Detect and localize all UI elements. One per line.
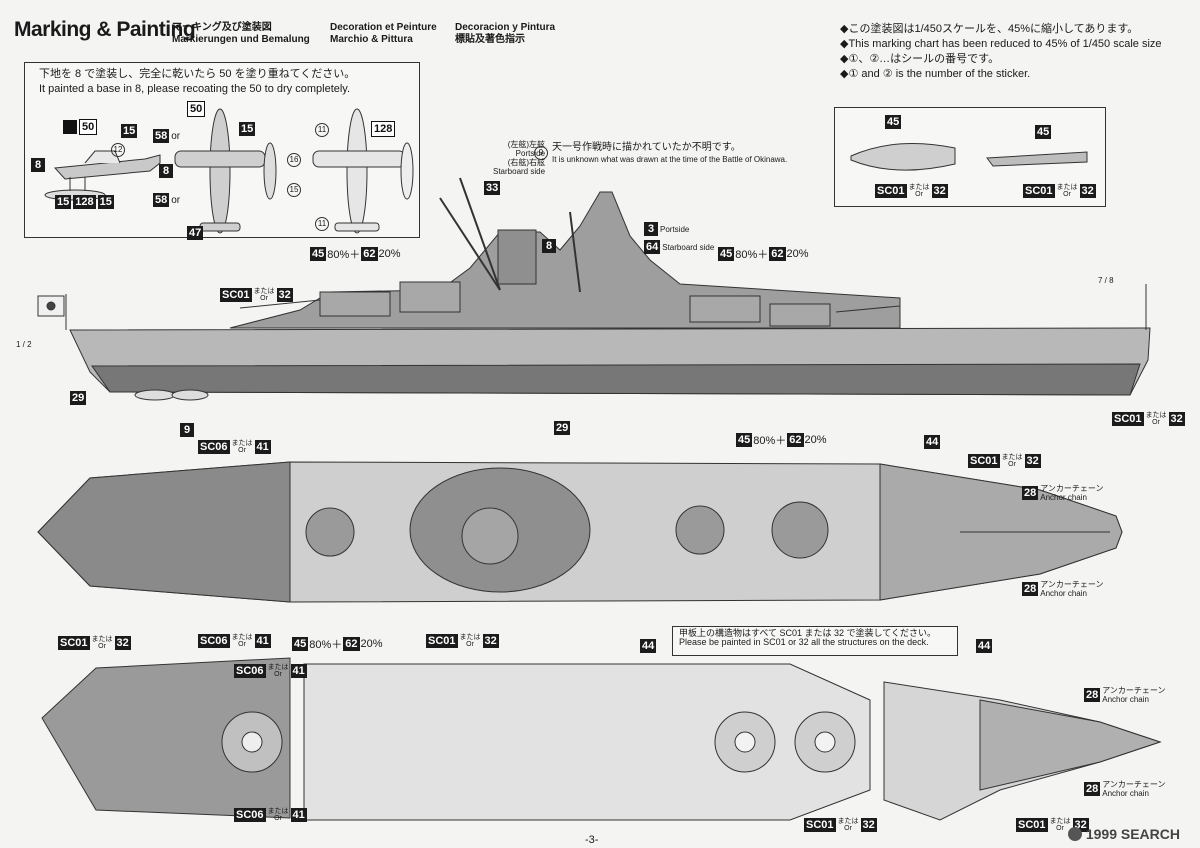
scale-notes: ◆この塗装図は1/450スケールを、45%に縮小してあります。 ◆This ma… xyxy=(840,23,1162,80)
sticker-7-8: 7 / 8 xyxy=(1098,276,1114,285)
aircraft-code-47: 47 xyxy=(187,226,204,240)
side-code-8: 8 xyxy=(542,236,556,254)
aircraft-code-58a: 58 or xyxy=(153,129,181,143)
side-view-hull xyxy=(37,177,1151,401)
title-jp: マーキング及び塗装図 Markierungen und Bemalung xyxy=(172,22,310,45)
deck-code-44b: 44 xyxy=(976,639,993,653)
deck-note-box: 甲板上の構造物はすべて SC01 または 32 で塗装してください。 Pleas… xyxy=(672,626,958,656)
aircraft-code-8b: 8 xyxy=(159,161,173,179)
sticker-15: 15 xyxy=(287,179,301,197)
title-fr: Decoration et Peinture Marchio & Pittura xyxy=(330,22,437,45)
search-logo-icon xyxy=(1067,827,1082,841)
boat-code-45a: 45 xyxy=(885,115,902,129)
title-es: Decoracion y Pintura 標貼及著色指示 xyxy=(455,22,556,45)
brush-icon xyxy=(63,120,77,134)
boat-drawings xyxy=(850,143,1088,171)
side-code-64: 64 Starboard side xyxy=(644,240,715,254)
aircraft-code-50a: 50 xyxy=(63,119,98,135)
aircraft-note-jp: 下地を 8 で塗装し、完全に乾いたら 50 を塗り重ねてください。 xyxy=(39,68,356,80)
side-code-9: 9 xyxy=(180,420,194,438)
side-code-3: 3 Portside xyxy=(644,222,689,236)
deck-code-44a: 44 xyxy=(640,639,657,653)
side-code-29b: 29 xyxy=(554,421,571,435)
aircraft-code-50b: 50 xyxy=(187,99,206,117)
sticker-1-2: 1 / 2 xyxy=(16,340,32,349)
aircraft-code-58b: 58 or xyxy=(153,193,181,207)
side-code-29a: 29 xyxy=(70,391,87,405)
page-number: -3- xyxy=(585,834,599,846)
aircraft-panel: 下地を 8 で塗装し、完全に乾いたら 50 を塗り重ねてください。 It pai… xyxy=(24,62,420,240)
side-code-33: 33 xyxy=(484,181,501,195)
sticker-16: 16 xyxy=(287,149,301,167)
sticker-12: 12 xyxy=(111,139,125,157)
aircraft-code-15b: 15 xyxy=(239,122,256,136)
unknown-note: 天一号作戦時に描かれていたか不明です。 It is unknown what w… xyxy=(552,142,788,164)
top-code-44a: 44 xyxy=(924,435,941,449)
watermark: 1999 SEARCH xyxy=(1067,826,1180,842)
aircraft-code-row: 15 128 15 xyxy=(55,195,114,209)
aircraft-note-en: It painted a base in 8, please recoating… xyxy=(39,83,351,95)
boat-code-45b: 45 xyxy=(1035,125,1052,139)
deck-panels xyxy=(41,657,1162,821)
sticker-9-10: 9 xyxy=(534,142,548,160)
top-view-hull xyxy=(37,461,1123,603)
aircraft-code-8a: 8 xyxy=(31,155,45,173)
aircraft-code-15a: 15 xyxy=(121,124,138,138)
aircraft-code-128: 128 xyxy=(371,119,396,137)
page-title: Marking & Painting xyxy=(14,18,196,41)
sticker-11b: 11 xyxy=(315,213,329,231)
sticker-11a: 11 xyxy=(315,119,329,137)
portside-label-left: (左舷)左舷 Portside (右舷)右舷 Starboard side xyxy=(493,140,546,176)
